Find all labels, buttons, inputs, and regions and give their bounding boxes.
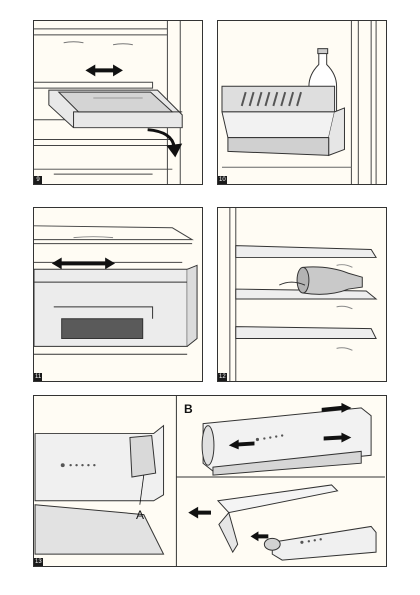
figure-12-panel: 12 <box>217 207 387 382</box>
figure-11-illustration <box>34 225 198 355</box>
figure-11-panel: 11 <box>33 207 203 382</box>
figure-13-label-b: B <box>184 402 193 416</box>
figure-13-illustration <box>34 396 385 566</box>
figure-12-number: 12 <box>218 373 227 381</box>
figure-10-illustration <box>221 21 377 184</box>
figure-11-number: 11 <box>34 373 43 381</box>
figure-13-panel: A B 13 <box>33 395 387 567</box>
figure-10-number: 10 <box>218 176 227 184</box>
figure-10-panel: 10 <box>217 20 387 185</box>
figure-13-number: 13 <box>34 558 43 566</box>
figure-12-illustration <box>229 208 378 381</box>
figure-9-number: 9 <box>34 176 42 184</box>
figure-9-panel: 9 <box>33 20 203 185</box>
figure-13-label-a: A <box>136 508 145 522</box>
figure-9-illustration <box>34 21 183 184</box>
